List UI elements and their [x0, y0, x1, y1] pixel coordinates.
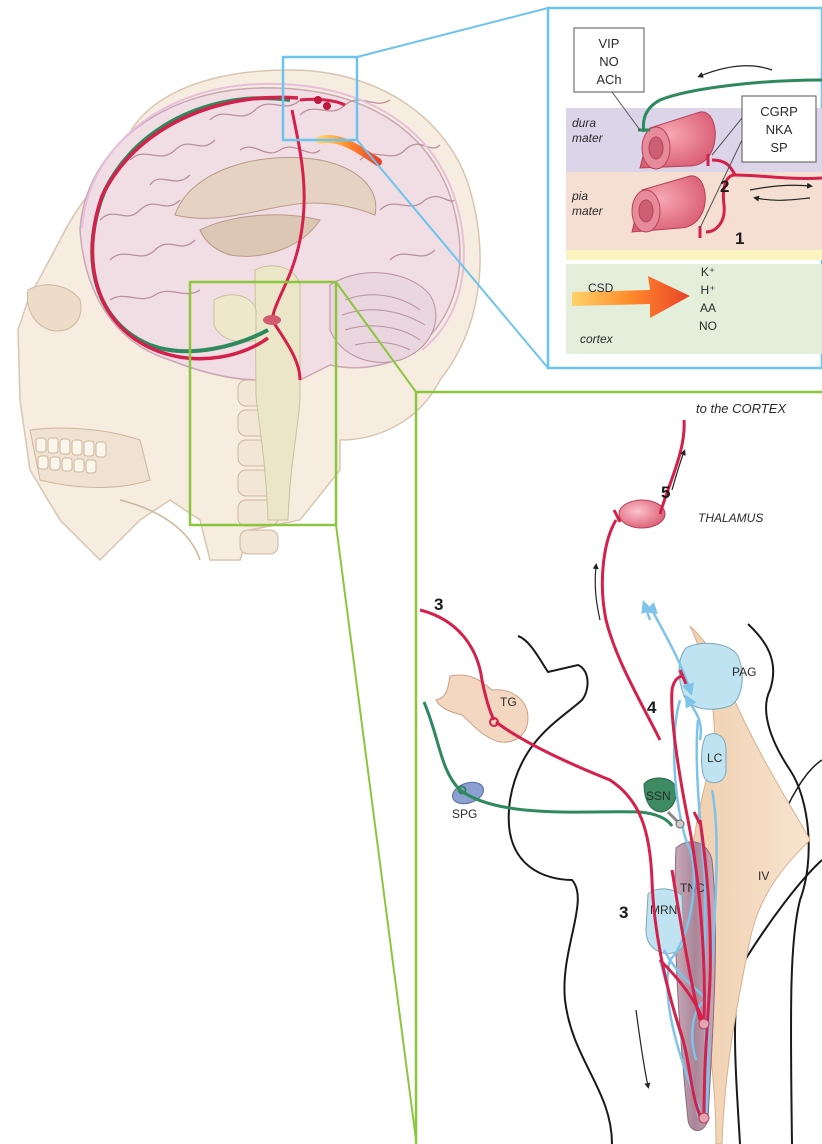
to-cortex-label: to the CORTEX: [696, 401, 787, 416]
csd-label: CSD: [588, 281, 614, 295]
cortex-label: cortex: [580, 332, 614, 346]
inset-step-1: 1: [735, 229, 744, 248]
ssn-label: SSN: [646, 789, 671, 803]
box-vip-line3: ACh: [596, 72, 621, 87]
inset-step-2: 2: [720, 177, 729, 196]
csf-band: [566, 250, 822, 260]
ion-h: H⁺: [701, 283, 716, 297]
ion-aa: AA: [700, 301, 716, 315]
box-cgrp-line3: SP: [770, 140, 787, 155]
dura-label-1: dura: [572, 116, 596, 130]
pia-label-2: mater: [572, 204, 604, 218]
ion-k: K⁺: [701, 265, 715, 279]
ion-no: NO: [699, 319, 717, 333]
pag-label: PAG: [732, 665, 756, 679]
pia-label-1: pia: [571, 189, 588, 203]
box-vip-line1: VIP: [599, 36, 620, 51]
iv-label: IV: [758, 869, 769, 883]
step-3-top: 3: [434, 595, 443, 614]
box-vip-line2: NO: [599, 54, 619, 69]
red-trigeminal-fibers: [420, 420, 710, 1116]
meninges-inset: VIP NO ACh CGRP NKA SP dura mater pia ma…: [548, 8, 822, 368]
dura-label-2: mater: [572, 131, 604, 145]
lc-label: LC: [707, 751, 723, 765]
step-3-lower: 3: [619, 903, 628, 922]
step-5: 5: [661, 483, 670, 502]
thalamus-label: THALAMUS: [698, 511, 763, 525]
step-4: 4: [647, 698, 657, 717]
box-cgrp-line1: CGRP: [760, 104, 798, 119]
thalamus-nucleus: [619, 500, 665, 528]
spg-label: SPG: [452, 807, 477, 821]
tg-label: TG: [500, 695, 517, 709]
box-cgrp-line2: NKA: [766, 122, 793, 137]
pathway-panel: to the CORTEX THALAMUS IV TNC TG SPG SSN…: [416, 392, 822, 1144]
